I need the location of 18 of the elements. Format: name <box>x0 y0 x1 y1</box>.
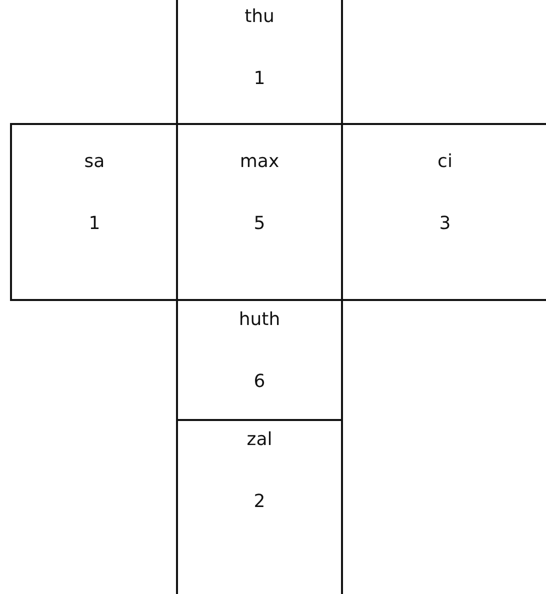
die-face <box>10 123 177 301</box>
face-name: max <box>240 151 280 172</box>
face-number: 2 <box>254 491 266 512</box>
die-face <box>342 123 546 301</box>
die-face <box>176 419 343 594</box>
die-face <box>176 123 343 301</box>
face-name: sa <box>84 151 105 172</box>
face-number: 1 <box>88 213 100 234</box>
face-number: 3 <box>439 213 451 234</box>
die-face <box>176 0 343 125</box>
face-number: 5 <box>254 213 266 234</box>
face-number: 6 <box>254 371 266 392</box>
face-number: 1 <box>254 68 266 89</box>
face-name: thu <box>244 6 274 27</box>
face-name: ci <box>438 151 452 172</box>
face-name: huth <box>238 309 280 330</box>
die-face <box>176 299 343 421</box>
face-name: zal <box>246 429 272 450</box>
